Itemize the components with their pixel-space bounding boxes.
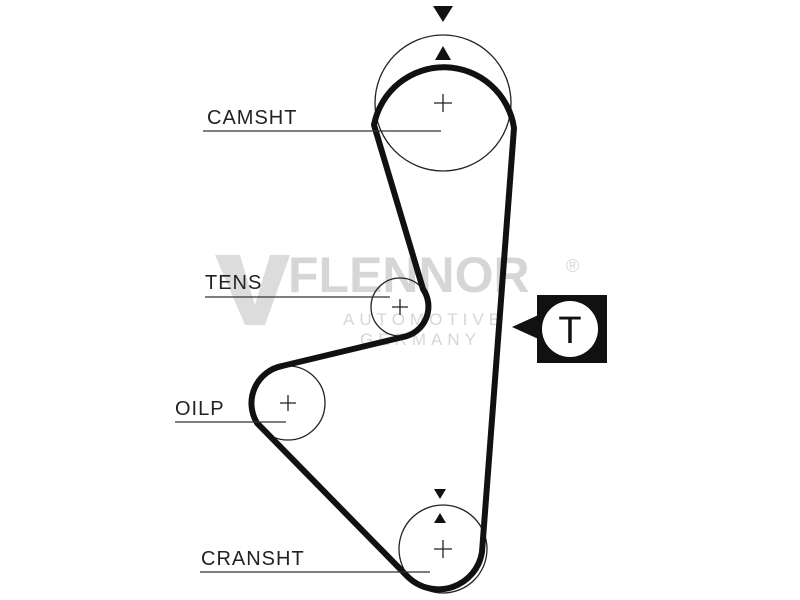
badge-letter: T [558,310,581,352]
badge-arrow-icon [512,312,545,342]
watermark-registered: ® [566,256,579,276]
watermark-logo: FLENNOR ® AUTOMOTIVE GERMANY [215,247,579,349]
watermark-w-mark [215,255,290,325]
center-marks [280,94,452,558]
crankshaft-label: CRANSHT [201,548,305,570]
watermark-brand: FLENNOR [288,247,530,303]
timing-belt [248,64,517,593]
camshaft-label: CAMSHT [207,107,297,129]
crankshaft-pulley [398,504,488,594]
camshaft-center-icon [434,94,452,112]
leader-lines [175,130,441,573]
watermark-line1: AUTOMOTIVE [343,310,505,329]
camshaft-pulley [374,34,512,172]
camshaft-timing-mark-up-icon [435,46,451,60]
oil-pump-center-icon [280,395,296,411]
crankshaft-timing-mark-down-icon [434,489,446,499]
camshaft-timing-mark-down-icon [433,6,453,22]
watermark-line2: GERMANY [360,330,481,349]
oil-pump-label: OILP [175,398,225,420]
tensioner-center-icon [392,299,408,315]
tension-side-badge: T [512,295,607,363]
tensioner-label: TENS [205,272,262,294]
crankshaft-timing-mark-up-icon [434,513,446,523]
crankshaft-center-icon [434,540,452,558]
